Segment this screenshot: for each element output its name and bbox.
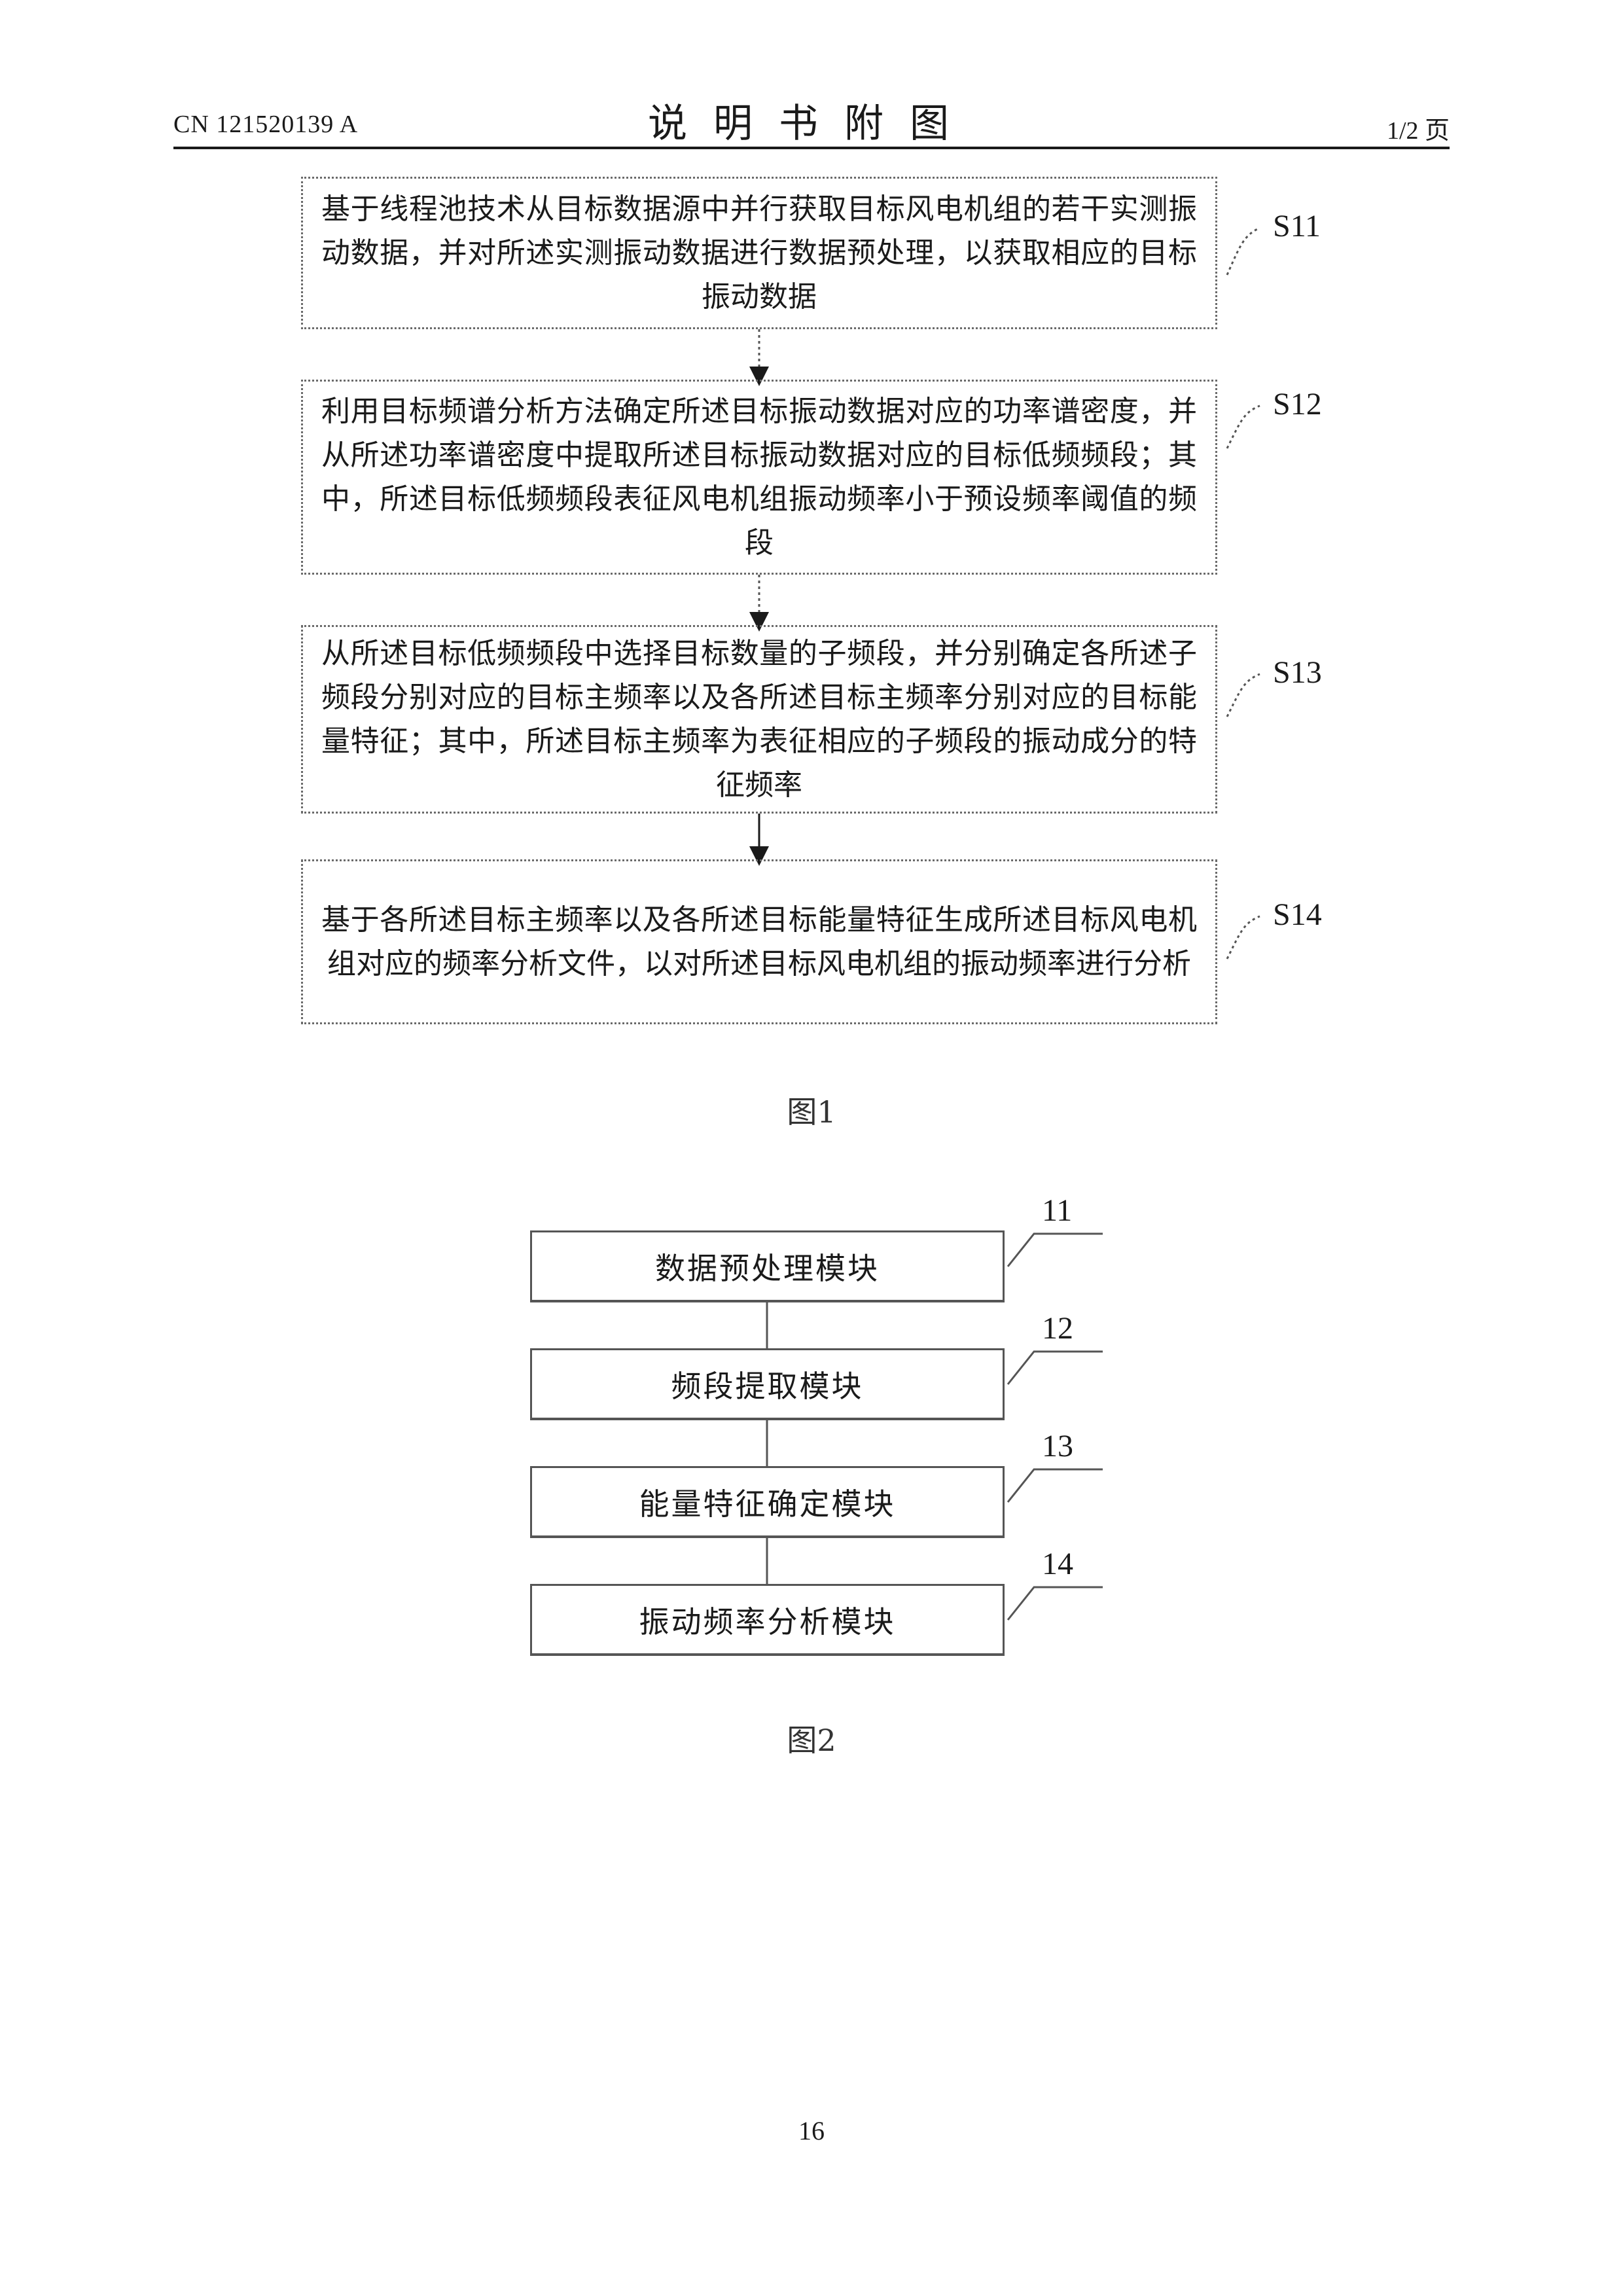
page-number: 16	[0, 2115, 1623, 2146]
leader-s14	[1227, 916, 1260, 959]
module-box-11: 数据预处理模块	[530, 1230, 1005, 1302]
step-text-s11: 基于线程池技术从目标数据源中并行获取目标风电机组的若干实测振动数据，并对所述实测…	[321, 187, 1197, 319]
step-box-s11: 基于线程池技术从目标数据源中并行获取目标风电机组的若干实测振动数据，并对所述实测…	[301, 177, 1217, 329]
step-box-s12: 利用目标频谱分析方法确定所述目标振动数据对应的功率谱密度，并从所述功率谱密度中提…	[301, 380, 1217, 575]
leader-s11	[1227, 228, 1260, 275]
figure2-caption: 图2	[0, 1717, 1623, 1760]
module-label-12: 12	[1042, 1310, 1073, 1346]
step-text-s12: 利用目标频谱分析方法确定所述目标振动数据对应的功率谱密度，并从所述功率谱密度中提…	[321, 389, 1197, 565]
module-text-11: 数据预处理模块	[655, 1245, 880, 1288]
figure1-caption: 图1	[0, 1088, 1623, 1132]
leader-12	[1008, 1352, 1103, 1384]
leader-14	[1008, 1587, 1103, 1620]
step-label-s14: S14	[1273, 897, 1322, 933]
step-text-s14: 基于各所述目标主频率以及各所述目标能量特征生成所述目标风电机组对应的频率分析文件…	[321, 898, 1197, 986]
module-label-11: 11	[1042, 1193, 1072, 1229]
leader-s12	[1227, 406, 1260, 448]
step-label-s11: S11	[1273, 208, 1321, 244]
module-text-14: 振动频率分析模块	[639, 1598, 896, 1641]
module-text-13: 能量特征确定模块	[639, 1480, 896, 1524]
leader-13	[1008, 1469, 1103, 1502]
module-box-13: 能量特征确定模块	[530, 1466, 1005, 1538]
module-box-14: 振动频率分析模块	[530, 1584, 1005, 1656]
step-box-s14: 基于各所述目标主频率以及各所述目标能量特征生成所述目标风电机组对应的频率分析文件…	[301, 859, 1217, 1024]
step-label-s13: S13	[1273, 655, 1322, 691]
module-box-12: 频段提取模块	[530, 1348, 1005, 1420]
module-text-12: 频段提取模块	[671, 1363, 864, 1406]
leader-11	[1008, 1234, 1103, 1266]
module-label-14: 14	[1042, 1546, 1073, 1582]
step-box-s13: 从所述目标低频频段中选择目标数量的子频段，并分别确定各所述子频段分别对应的目标主…	[301, 625, 1217, 814]
step-text-s13: 从所述目标低频频段中选择目标数量的子频段，并分别确定各所述子频段分别对应的目标主…	[321, 632, 1197, 807]
module-label-13: 13	[1042, 1428, 1073, 1464]
step-label-s12: S12	[1273, 386, 1322, 422]
leader-s13	[1227, 674, 1260, 717]
